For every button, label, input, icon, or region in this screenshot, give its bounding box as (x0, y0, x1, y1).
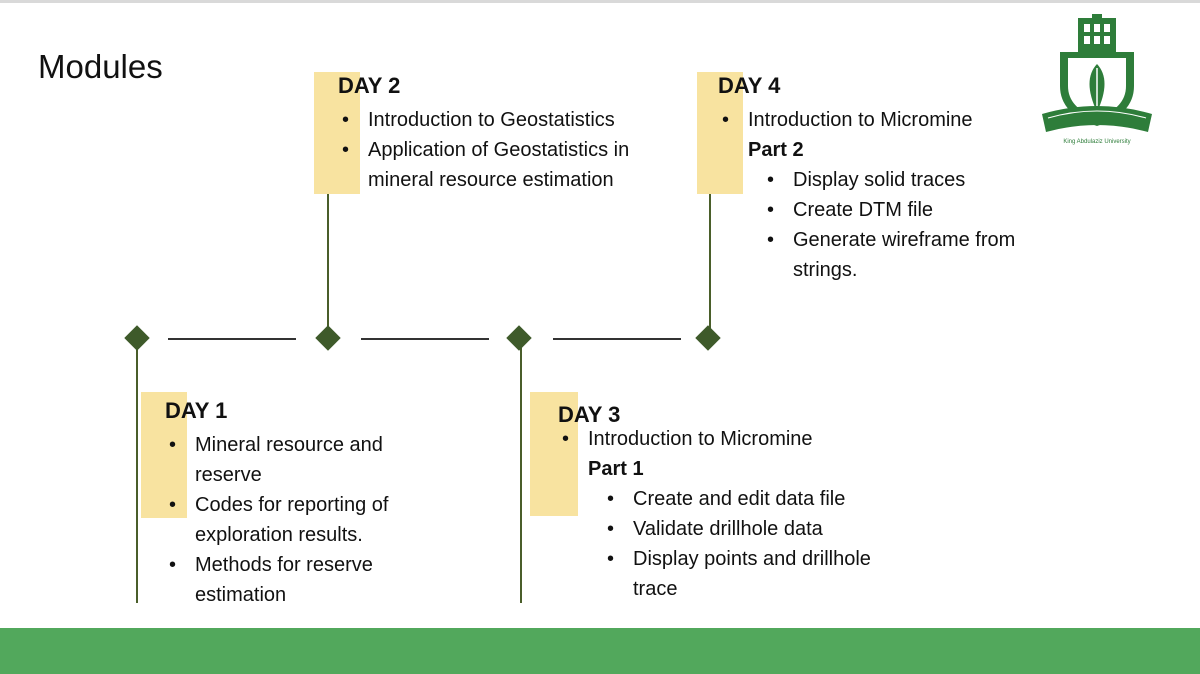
list-item: Introduction to Geostatistics (338, 105, 688, 135)
list-item: Application of Geostatistics in mineral … (338, 135, 688, 195)
list-item: Validate drillhole data (558, 514, 903, 544)
timeline-segment (361, 338, 489, 340)
top-border (0, 0, 1200, 3)
timeline-segment (168, 338, 296, 340)
list-item: Generate wireframe from strings. (718, 225, 1048, 285)
day4-list: Introduction to Micromine Part 2 Display… (718, 105, 1048, 285)
university-seal-icon: King Abdulaziz University (1042, 14, 1152, 145)
day2-heading: DAY 2 (338, 73, 401, 98)
list-item: Create DTM file (718, 195, 1048, 225)
footer-band (0, 628, 1200, 674)
list-item: Methods for reserve estimation (165, 550, 437, 610)
day3-stem (520, 338, 522, 603)
day4-part-label: Part 2 (748, 139, 804, 161)
day1-heading: DAY 1 (165, 398, 228, 423)
day4-heading: DAY 4 (718, 73, 781, 98)
day4-stem (709, 72, 711, 338)
day2-list: Introduction to Geostatistics Applicatio… (338, 105, 688, 195)
day3-part-label: Part 1 (588, 458, 644, 480)
day3-heading: DAY 3 (558, 402, 621, 427)
list-item: Introduction to Micromine (558, 424, 903, 454)
day1-list: Mineral resource and reserve Codes for r… (165, 430, 437, 610)
list-item: Display points and drillhole trace (558, 544, 903, 604)
list-item: Mineral resource and reserve (165, 430, 437, 490)
day1-marker (124, 325, 150, 351)
list-item: Introduction to Micromine (718, 105, 1048, 135)
list-item: Create and edit data file (558, 484, 903, 514)
day3-marker (506, 325, 532, 351)
day2-stem (327, 72, 329, 338)
day3-list: Introduction to Micromine Part 1 Create … (558, 424, 903, 604)
university-logo: King Abdulaziz University (1038, 14, 1156, 150)
day4-marker (695, 325, 721, 351)
list-item: Codes for reporting of exploration resul… (165, 490, 437, 550)
day1-stem (136, 338, 138, 603)
slide-title: Modules (38, 48, 163, 85)
svg-text:King Abdulaziz University: King Abdulaziz University (1063, 139, 1130, 145)
day2-marker (315, 325, 341, 351)
list-item: Display solid traces (718, 165, 1048, 195)
timeline-segment (553, 338, 681, 340)
